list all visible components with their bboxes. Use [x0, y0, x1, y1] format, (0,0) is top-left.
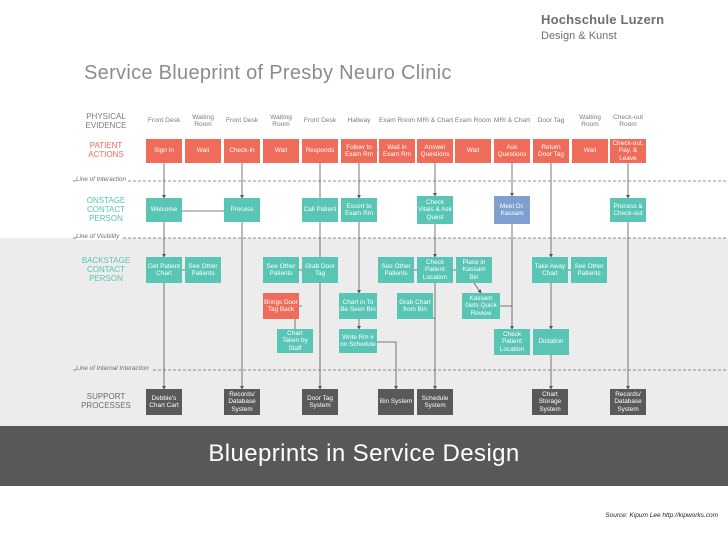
backstage-action-box: See Other Patients: [263, 257, 299, 283]
backstage-action-box: Get Patient Chart: [146, 257, 182, 283]
patient-action-box: Follow to Exam Rm: [341, 139, 377, 163]
source-credit: Source: Kipum Lee http://kipworks.com: [605, 512, 718, 519]
patient-action-box: Wait: [185, 139, 221, 163]
lane-label: BACKSTAGE CONTACT PERSON: [81, 256, 131, 283]
backstage-action-box: Dictation: [533, 329, 569, 355]
physical-evidence-cell: MRI & Chart: [493, 117, 531, 125]
physical-evidence-cell: MRI & Chart: [416, 117, 454, 125]
backstage-action-box: Check Patient Location: [417, 257, 453, 283]
onstage-action-box: Meet Dr. Kassam: [494, 196, 530, 224]
backstage-action-box: Chart in To Be Seen Bin: [339, 293, 377, 319]
backstage-action-box: Chart Taken by Staff: [277, 329, 313, 353]
support-process-box: Chart Storage System: [532, 389, 568, 415]
patient-action-box: Check-in: [224, 139, 260, 163]
logo-title: Hochschule Luzern: [541, 12, 665, 27]
lane-label: ONSTAGE CONTACT PERSON: [86, 196, 126, 223]
patient-action-box: Wait: [455, 139, 491, 163]
patient-action-box: Wait: [572, 139, 608, 163]
physical-evidence-cell: Waiting Room: [579, 113, 601, 128]
support-process-box: Door Tag System: [302, 389, 338, 415]
backstage-action-box: See Other Patients: [185, 257, 221, 283]
lane-label: PATIENT ACTIONS: [88, 141, 124, 159]
slide-title: Service Blueprint of Presby Neuro Clinic: [84, 62, 452, 84]
lane-label: PHYSICAL EVIDENCE: [85, 112, 127, 130]
lane-label: SUPPORT PROCESSES: [81, 392, 131, 410]
connector-line: [473, 282, 482, 294]
patient-action-box: Answer Questions: [417, 139, 453, 163]
backstage-action-box: Grab Door Tag: [302, 257, 338, 283]
line-label: Line of Interaction: [76, 176, 129, 183]
physical-evidence-cell: Front Desk: [147, 117, 181, 125]
line-label: Line of Visibility: [76, 233, 122, 240]
physical-evidence-cell: Exam Room: [454, 117, 492, 125]
onstage-action-box: Check Vitals & Ask Quest: [417, 196, 453, 224]
line-label: Line of Internal Interaction: [76, 365, 151, 372]
backstage-action-box: Take Away Chart: [532, 257, 568, 283]
onstage-action-box: Escort to Exam Rm: [341, 198, 377, 222]
support-process-box: Bin System: [378, 389, 414, 415]
support-process-box: Schedule System: [417, 389, 453, 415]
physical-evidence-cell: Exam Room: [378, 117, 416, 125]
support-process-box: Debbie's Chart Cart: [146, 389, 182, 415]
logo-subtitle: Design & Kunst: [541, 30, 617, 42]
onstage-action-box: Welcome: [146, 198, 182, 222]
backstage-action-box: Check Patient Location: [494, 329, 530, 355]
physical-evidence-cell: Waiting Room: [192, 113, 214, 128]
patient-action-box: Return Door Tag: [533, 139, 569, 163]
onstage-action-box: Process: [224, 198, 260, 222]
patient-action-box: Check-out, Pay, & Leave: [610, 139, 646, 163]
backstage-action-box: Grab Chart from Bin: [397, 293, 433, 319]
patient-action-box: Sign In: [146, 139, 182, 163]
physical-evidence-cell: Front Desk: [303, 117, 337, 125]
physical-evidence-cell: Door Tag: [537, 117, 565, 125]
backstage-action-box: Brings Door Tag Back: [263, 293, 299, 319]
patient-action-box: Wait in Exam Rm: [379, 139, 415, 163]
connector-line: [377, 341, 398, 390]
onstage-action-box: Call Patient: [302, 198, 338, 222]
support-process-box: Records/ Database System: [610, 389, 646, 415]
backstage-action-box: See Other Patients: [378, 257, 414, 283]
physical-evidence-cell: Hallway: [347, 117, 371, 125]
onstage-action-box: Process & Check-out: [610, 198, 646, 222]
patient-action-box: Ask Questions: [494, 139, 530, 163]
patient-action-box: Responds: [302, 139, 338, 163]
physical-evidence-cell: Front Desk: [225, 117, 259, 125]
backstage-action-box: Kassam Gets Quick Review: [462, 293, 500, 319]
support-process-box: Records/ Database System: [224, 389, 260, 415]
backstage-action-box: See Other Patients: [571, 257, 607, 283]
patient-action-box: Wait: [263, 139, 299, 163]
backstage-action-box: Place in Kassam Bin: [456, 257, 492, 283]
physical-evidence-cell: Waiting Room: [270, 113, 292, 128]
banner-title: Blueprints in Service Design: [208, 440, 520, 467]
title-banner: [0, 426, 728, 486]
backstage-action-box: Write Rm # on Schedule: [339, 329, 377, 353]
physical-evidence-cell: Check-out Room: [612, 113, 644, 128]
